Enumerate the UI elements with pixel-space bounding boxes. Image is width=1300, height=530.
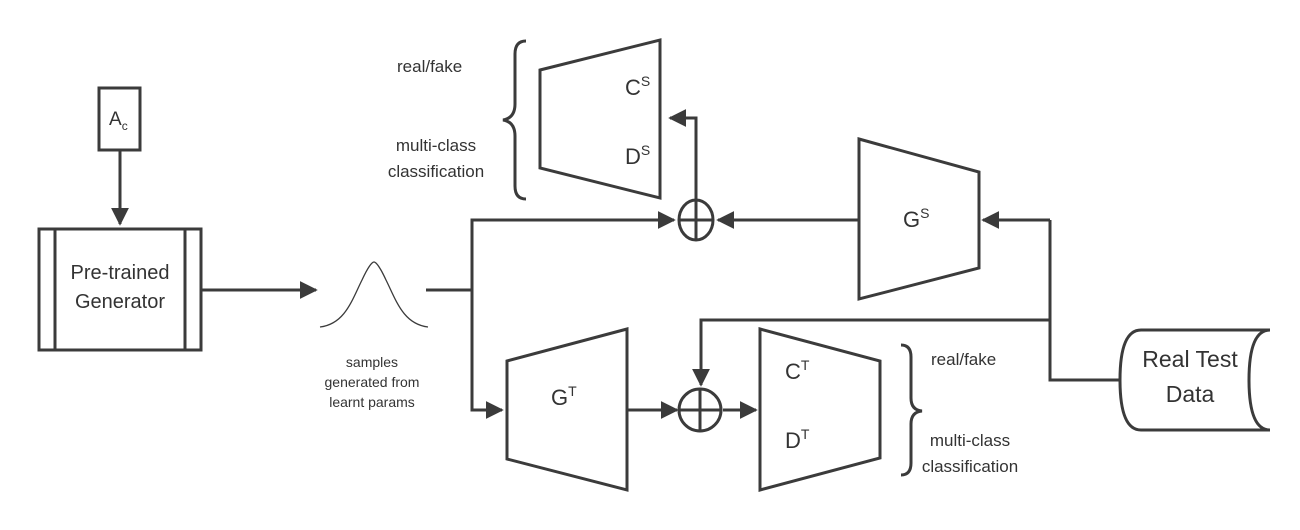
- source-real-fake-label: real/fake: [397, 57, 462, 76]
- target-brace: [900, 343, 923, 477]
- source-multiclass-label-2: classification: [388, 162, 484, 181]
- edge-source-combiner-to-discriminator: [668, 109, 698, 200]
- pretrained-generator-node: Pre-trained Generator: [37, 227, 203, 352]
- source-generator-node: GS: [857, 137, 981, 301]
- pretrained-generator-label-1: Pre-trained: [71, 262, 170, 284]
- real-test-data-label-2: Data: [1166, 381, 1215, 407]
- real-test-data-node: Real Test Data: [1118, 328, 1271, 432]
- svg-text:CS: CS: [625, 73, 650, 100]
- real-test-data-label-1: Real Test: [1142, 346, 1238, 372]
- samples-label-2: generated from: [325, 374, 420, 390]
- svg-text:GT: GT: [551, 383, 577, 410]
- svg-text:CT: CT: [785, 357, 810, 384]
- source-discriminator-node: CS DS real/fake multi-class classificati…: [388, 38, 662, 201]
- samples-label-3: learnt params: [329, 394, 415, 410]
- attribute-node: Ac: [97, 86, 142, 152]
- target-multiclass-label-2: classification: [922, 457, 1018, 476]
- source-brace: [502, 39, 527, 201]
- target-multiclass-label-1: multi-class: [930, 431, 1010, 450]
- edge-samples-to-source-combiner: [470, 211, 676, 290]
- edge-real-data-trunk: [1048, 220, 1120, 382]
- svg-text:GS: GS: [903, 205, 929, 232]
- target-combiner-icon: [677, 387, 723, 433]
- samples-node: samples generated from learnt params: [319, 261, 429, 410]
- pretrained-generator-label-2: Generator: [75, 291, 165, 313]
- target-generator-node: GT: [505, 327, 629, 492]
- edge-real-data-to-target-combiner: [692, 318, 1050, 387]
- gaussian-curve-icon: [319, 261, 429, 328]
- svg-text:Ac: Ac: [109, 109, 128, 133]
- svg-text:DT: DT: [785, 426, 810, 453]
- target-discriminator-node: CT DT real/fake multi-class classificati…: [758, 327, 1018, 492]
- target-real-fake-label: real/fake: [931, 350, 996, 369]
- samples-label-1: samples: [346, 354, 398, 370]
- source-multiclass-label-1: multi-class: [396, 136, 476, 155]
- edge-samples-to-target-generator: [470, 290, 504, 419]
- source-combiner-icon: [677, 198, 715, 242]
- svg-text:DS: DS: [625, 142, 650, 169]
